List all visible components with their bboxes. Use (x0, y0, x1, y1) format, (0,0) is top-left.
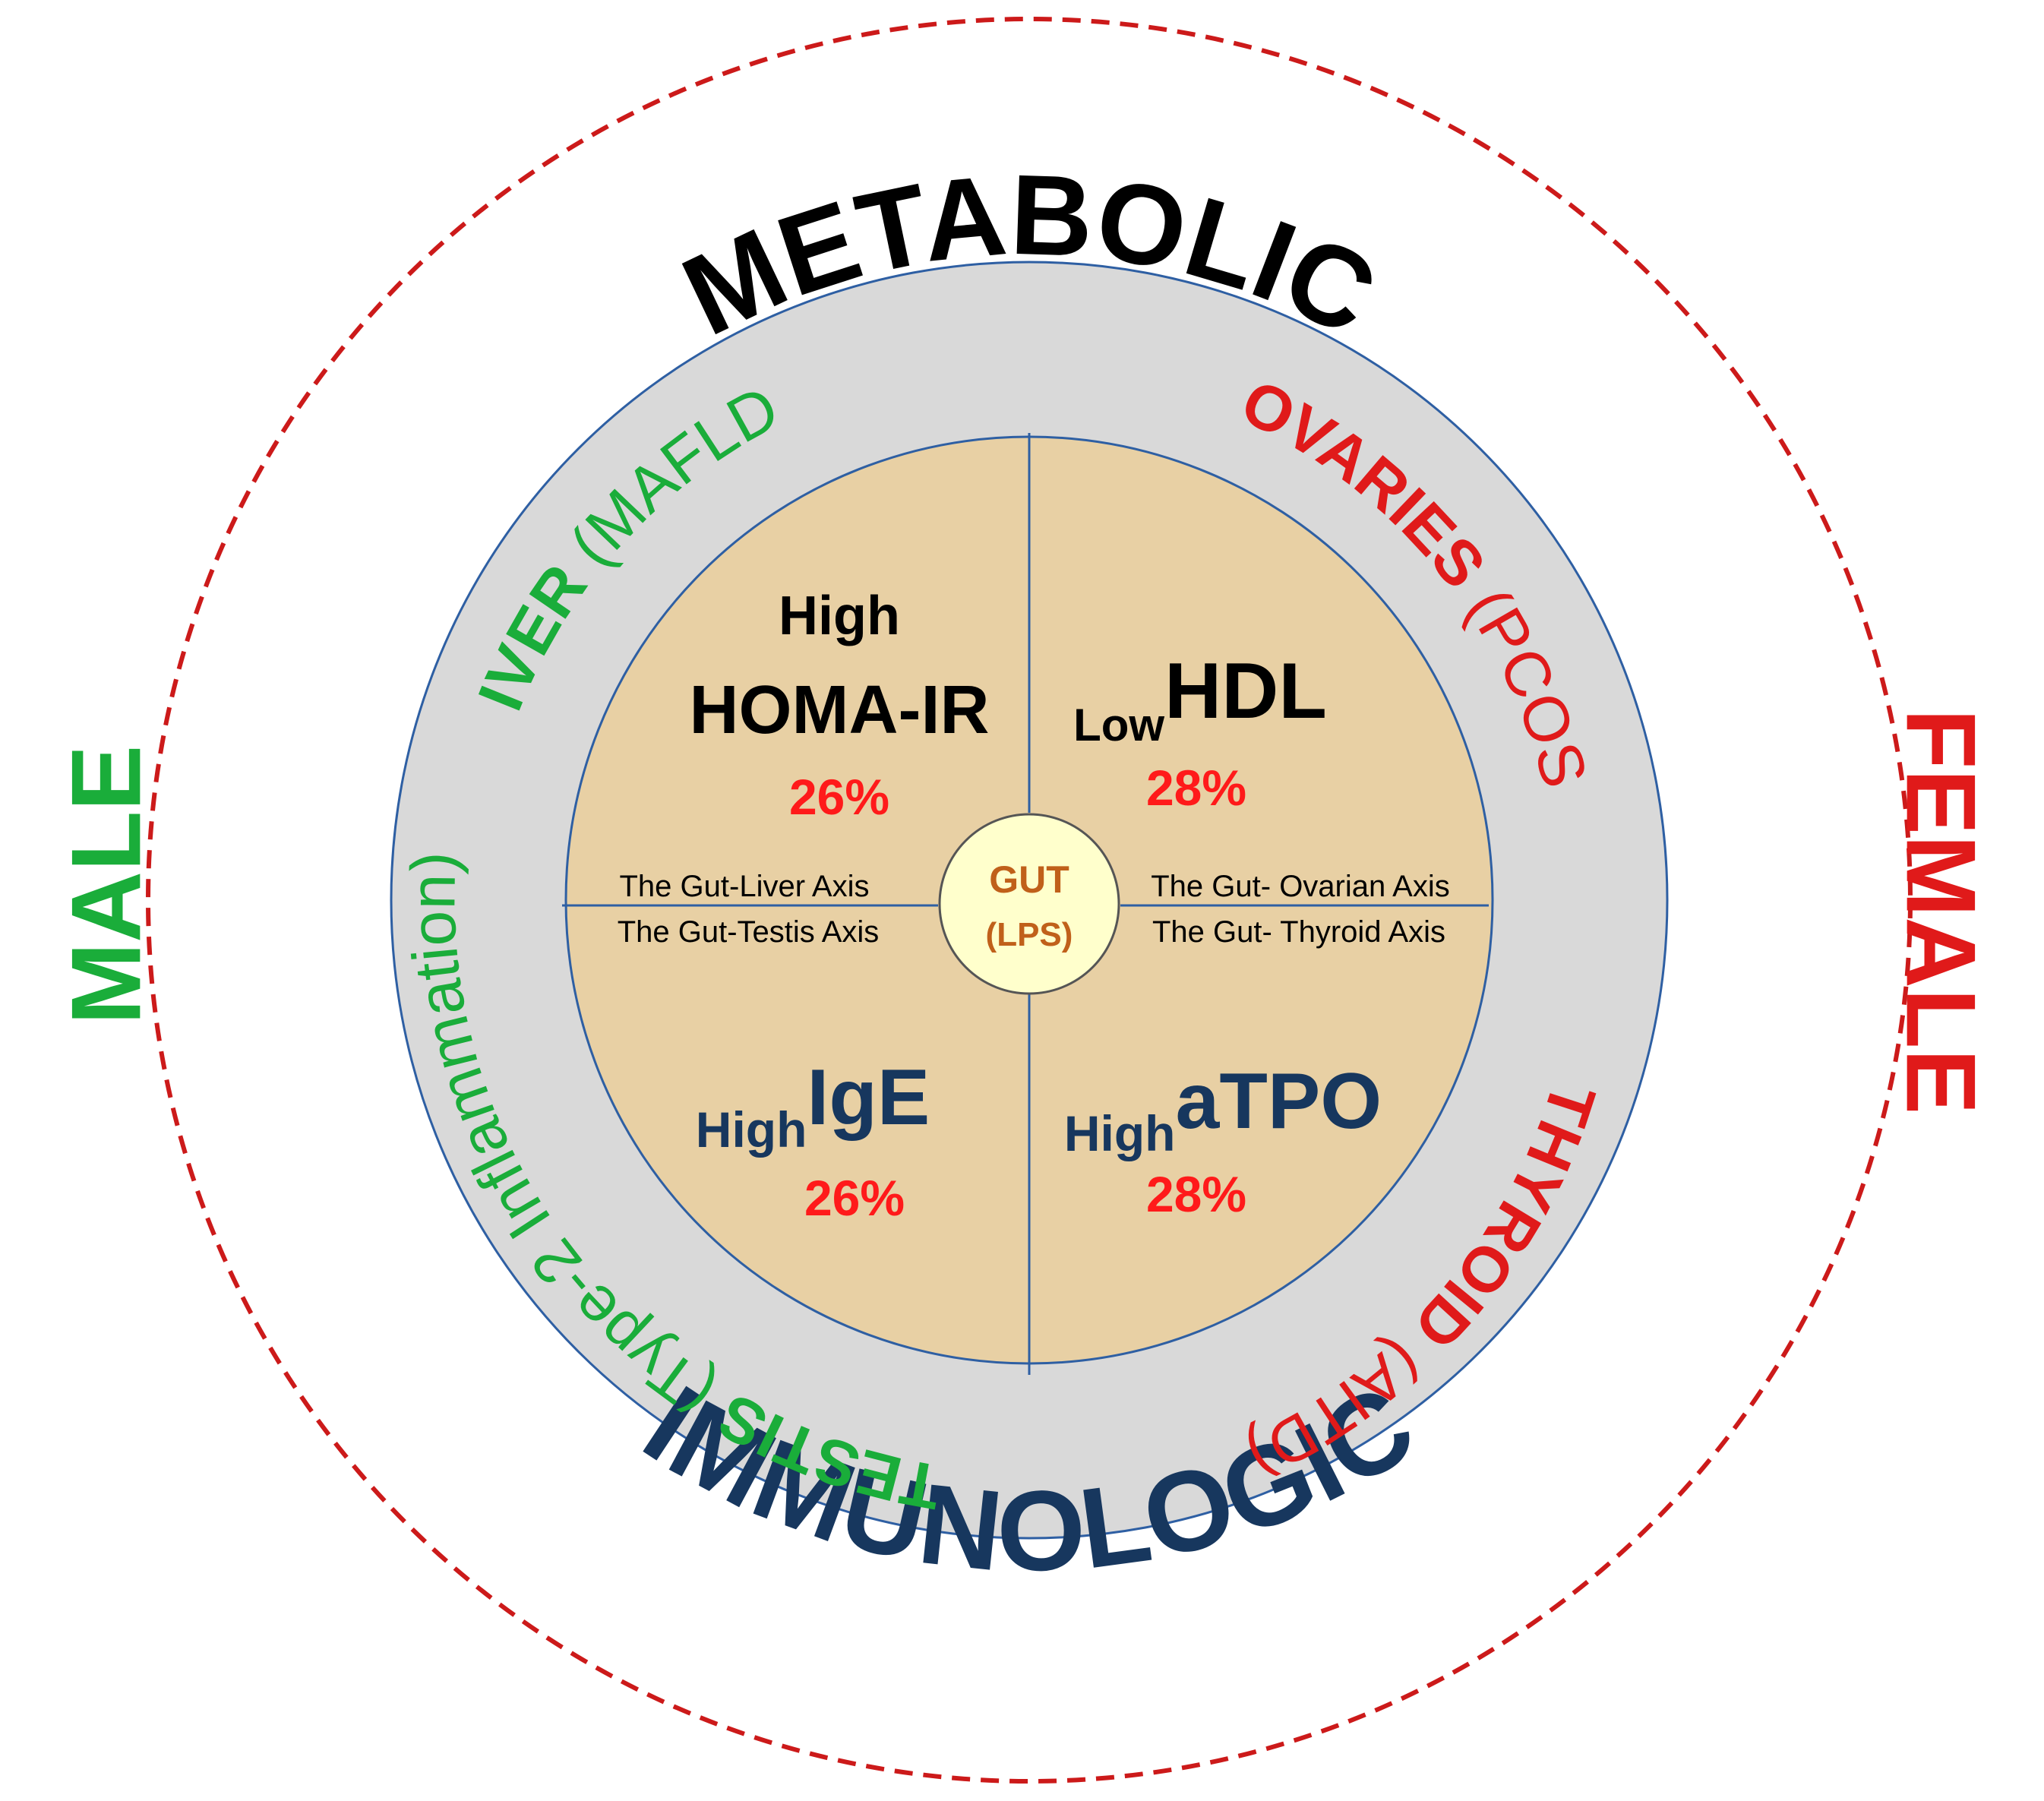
atpo-high-sub: High (1064, 1105, 1176, 1161)
hdl-label: LowHDL (1073, 647, 1327, 750)
female-label: FEMALE (1886, 709, 1997, 1114)
gut-ovarian-axis-label: The Gut- Ovarian Axis (1151, 870, 1449, 903)
hdl-main: HDL (1164, 647, 1327, 735)
outer-dashed-circle (146, 17, 1913, 1784)
hdl-pct: 28% (1146, 760, 1246, 816)
gut-label: GUT (989, 858, 1069, 901)
homa-pct: 26% (789, 769, 889, 825)
ige-pct: 26% (804, 1170, 905, 1226)
atpo-main: aTPO (1176, 1057, 1382, 1145)
gut-liver-axis-label: The Gut-Liver Axis (619, 870, 869, 903)
ige-label: HighIgE (696, 1054, 930, 1158)
gut-testis-axis-label: The Gut-Testis Axis (618, 915, 880, 949)
homa-high-label: High (779, 586, 900, 646)
ige-main: IgE (807, 1054, 930, 1142)
atpo-label: HighaTPO (1064, 1057, 1382, 1161)
atpo-pct: 28% (1146, 1166, 1246, 1222)
lps-label: (LPS) (986, 916, 1073, 953)
hdl-low-sub: Low (1073, 700, 1164, 750)
gut-circle (938, 813, 1120, 995)
gut-thyroid-axis-label: The Gut- Thyroid Axis (1152, 915, 1445, 949)
homa-ir-label: HOMA-IR (690, 672, 990, 748)
male-label: MALE (50, 745, 161, 1025)
ige-high-sub: High (696, 1101, 807, 1158)
